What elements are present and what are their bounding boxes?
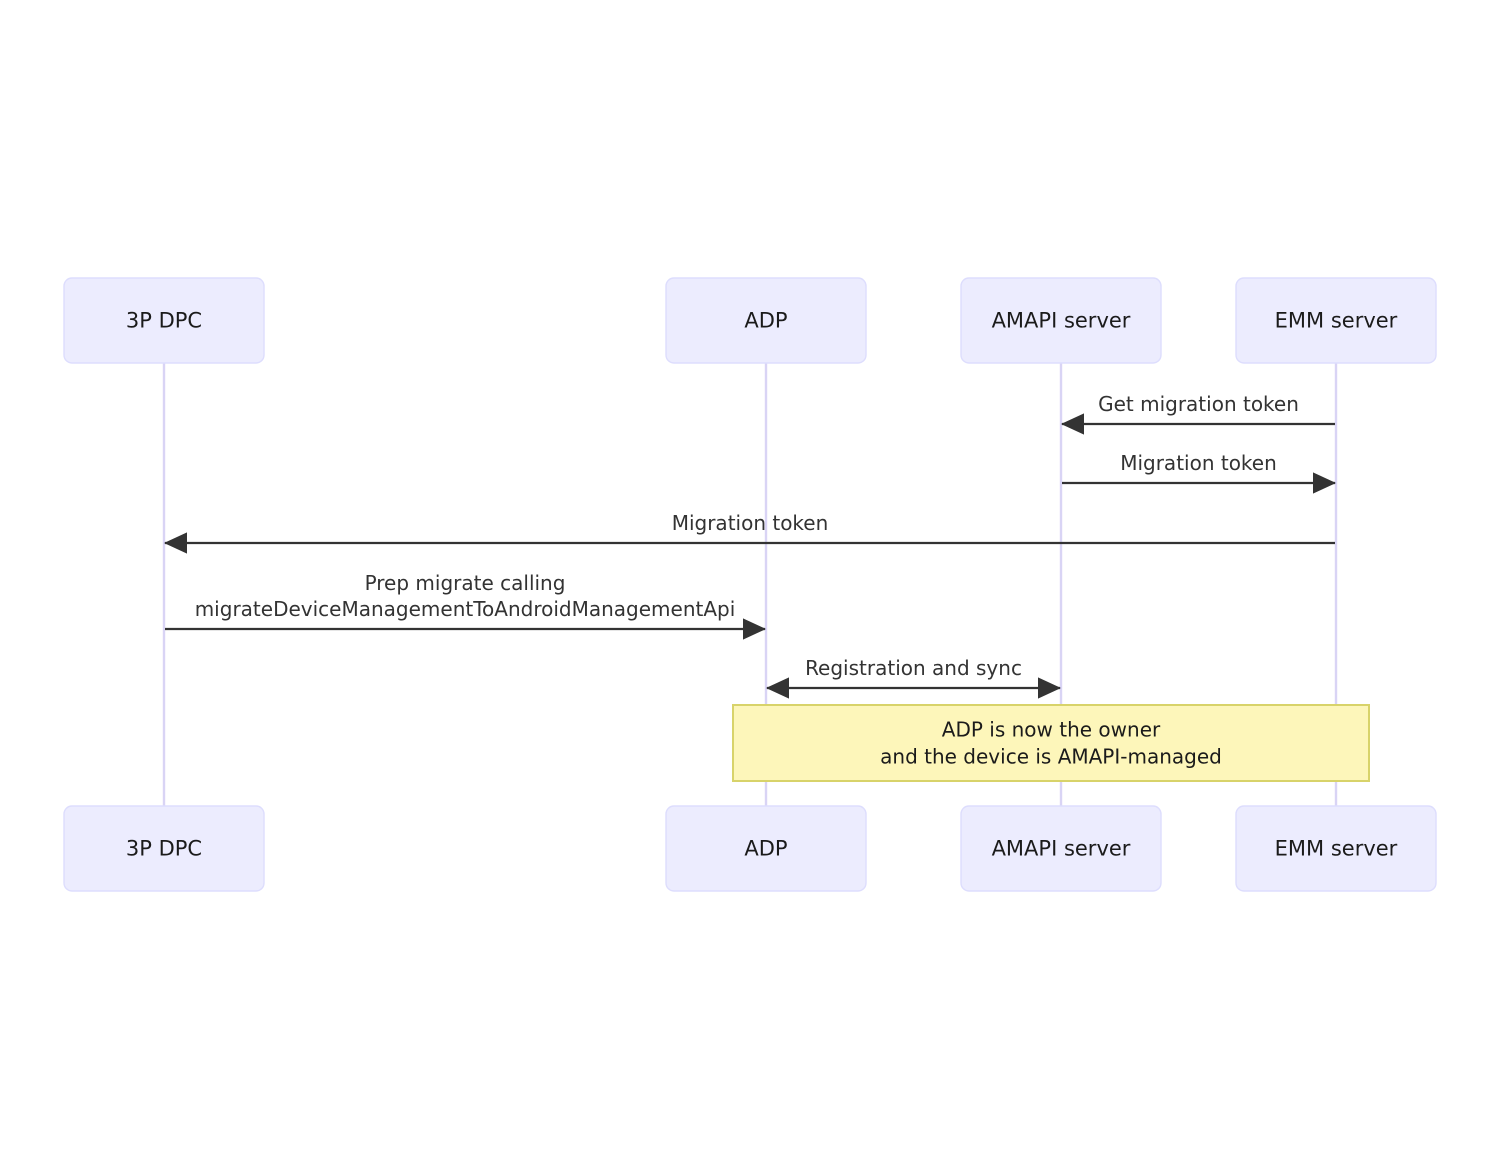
participant-top-adp[interactable]: ADP bbox=[665, 277, 867, 364]
participant-top-amapi[interactable]: AMAPI server bbox=[960, 277, 1162, 364]
message-label-m1: Get migration token bbox=[1098, 392, 1299, 416]
bottom-participants-layer: 3P DPC ADP AMAPI server EMM server bbox=[63, 805, 1437, 892]
participant-bottom-label-dpc: 3P DPC bbox=[126, 837, 202, 861]
message-label-m4-line1: Prep migrate calling bbox=[365, 571, 566, 595]
participant-bottom-dpc[interactable]: 3P DPC bbox=[63, 805, 265, 892]
participant-bottom-box-amapi[interactable] bbox=[960, 805, 1162, 892]
participant-bottom-box-adp[interactable] bbox=[665, 805, 867, 892]
participant-bottom-box-dpc[interactable] bbox=[63, 805, 265, 892]
note-box-n1 bbox=[732, 704, 1370, 782]
participant-top-emm[interactable]: EMM server bbox=[1235, 277, 1437, 364]
participant-bottom-adp[interactable]: ADP bbox=[665, 805, 867, 892]
participant-bottom-label-amapi: AMAPI server bbox=[992, 837, 1131, 861]
participant-bottom-label-adp: ADP bbox=[744, 837, 787, 861]
note-text-n1-line1: ADP is now the owner bbox=[942, 718, 1161, 742]
top-participants-layer: 3P DPC ADP AMAPI server EMM server bbox=[63, 277, 1437, 364]
participant-bottom-label-emm: EMM server bbox=[1275, 837, 1398, 861]
participant-top-label-dpc: 3P DPC bbox=[126, 309, 202, 333]
participant-top-label-amapi: AMAPI server bbox=[992, 309, 1131, 333]
message-m1[interactable]: Get migration token bbox=[1060, 392, 1335, 435]
message-m4[interactable]: Prep migrate callingmigrateDeviceManagem… bbox=[165, 571, 767, 640]
participant-top-box-emm[interactable] bbox=[1235, 277, 1437, 364]
participant-top-box-amapi[interactable] bbox=[960, 277, 1162, 364]
participant-top-label-emm: EMM server bbox=[1275, 309, 1398, 333]
participant-bottom-emm[interactable]: EMM server bbox=[1235, 805, 1437, 892]
participant-top-label-adp: ADP bbox=[744, 309, 787, 333]
note-text-n1-line2: and the device is AMAPI-managed bbox=[880, 745, 1222, 769]
notes-layer: ADP is now the owner and the device is AM… bbox=[732, 704, 1370, 782]
note-n1: ADP is now the owner and the device is AM… bbox=[732, 704, 1370, 782]
message-label-m2: Migration token bbox=[1120, 451, 1277, 475]
participant-top-dpc[interactable]: 3P DPC bbox=[63, 277, 265, 364]
participant-bottom-amapi[interactable]: AMAPI server bbox=[960, 805, 1162, 892]
message-label-m3: Migration token bbox=[672, 511, 829, 535]
message-label-m5: Registration and sync bbox=[805, 656, 1022, 680]
message-label-m4-line2: migrateDeviceManagementToAndroidManageme… bbox=[195, 597, 736, 621]
message-m5[interactable]: Registration and sync bbox=[765, 656, 1062, 699]
participant-top-box-dpc[interactable] bbox=[63, 277, 265, 364]
message-m2[interactable]: Migration token bbox=[1062, 451, 1337, 494]
participant-top-box-adp[interactable] bbox=[665, 277, 867, 364]
message-m3[interactable]: Migration token bbox=[163, 511, 1335, 554]
participant-bottom-box-emm[interactable] bbox=[1235, 805, 1437, 892]
